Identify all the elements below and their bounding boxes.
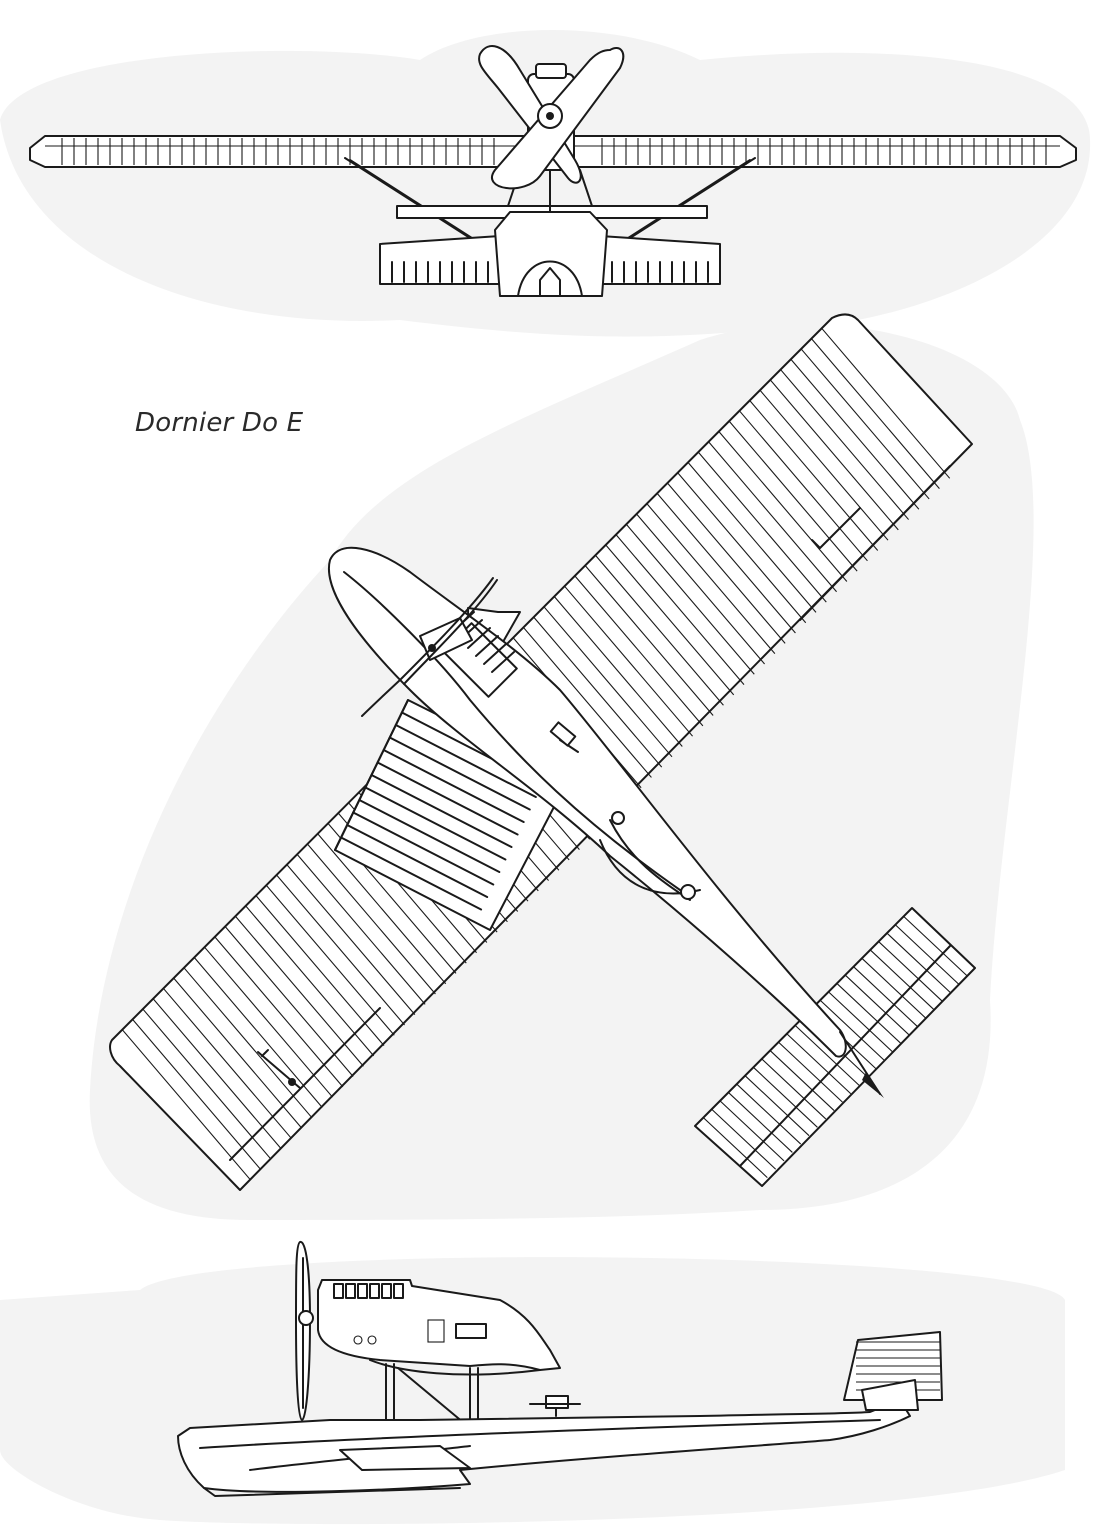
front-view-hull [494,211,608,297]
front-view [29,45,1077,297]
plan-view-propeller [361,577,498,717]
side-view-tail [843,1331,943,1411]
side-view-propeller [295,1241,314,1421]
side-view [177,1241,943,1497]
side-view-gun [529,1395,581,1417]
front-view-propeller [478,45,625,190]
drawing-title: Dornier Do E [135,408,304,438]
plan-view [109,313,976,1191]
front-view-sponsons [379,205,721,285]
side-view-engine [317,1279,561,1376]
plan-view-hull [327,546,884,1098]
side-view-hull [177,1399,911,1497]
side-view-struts [385,1363,479,1433]
